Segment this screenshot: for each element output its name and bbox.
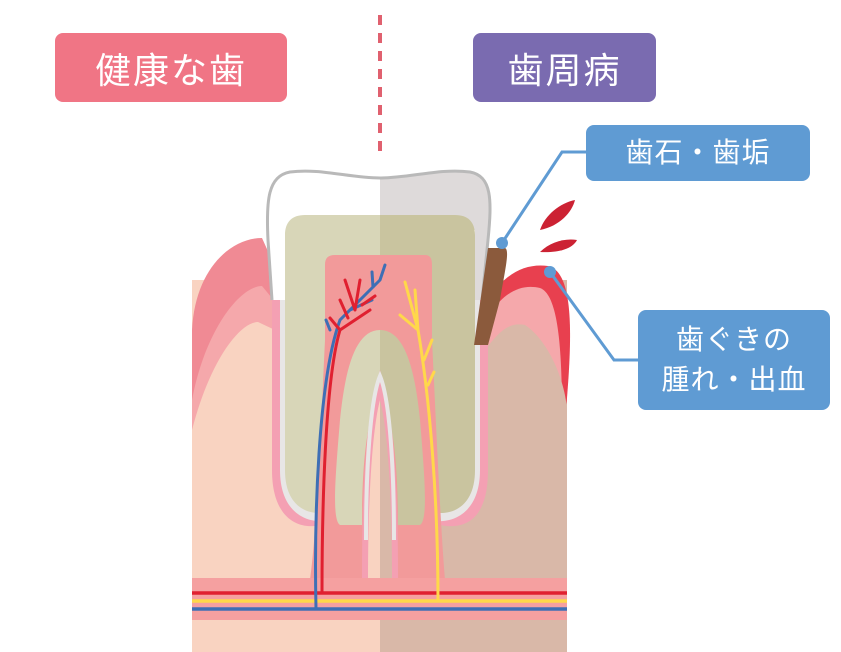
gum-callout-dot [544,266,556,278]
bone-healthy-top [192,322,275,580]
tartar-callout-line [500,150,588,244]
bone-between-roots [368,400,380,580]
dentin-inner-healthy [335,330,380,525]
gum-label-line2: 腫れ・出血 [661,363,807,396]
tartar-plaque-label: 歯石・歯垢 [586,125,810,181]
artery-branch [320,278,377,595]
gum-swelling-bleeding-label: 歯ぐきの 腫れ・出血 [638,310,830,410]
tartar [474,248,508,345]
nerve-branch [398,280,440,603]
blood-drop-icon [540,200,575,230]
gum-label-line1: 歯ぐきの [675,323,792,356]
tartar-callout-dot [496,237,508,249]
bone-diseased-top [485,324,567,580]
periodontal-disease-label: 歯周病 [473,33,656,102]
healthy-tooth-label: 健康な歯 [55,33,287,102]
enamel-healthy [267,171,380,300]
bone-between-roots-r [380,400,392,580]
gum-callout-line [548,271,640,362]
vein-branch [314,263,387,611]
enamel-diseased [380,171,491,300]
blood-drop-icon [540,239,577,253]
vessel-band [192,578,567,620]
enamel-outline [265,169,492,301]
canal-white [364,370,396,541]
dentin-inner-diseased [380,330,425,525]
